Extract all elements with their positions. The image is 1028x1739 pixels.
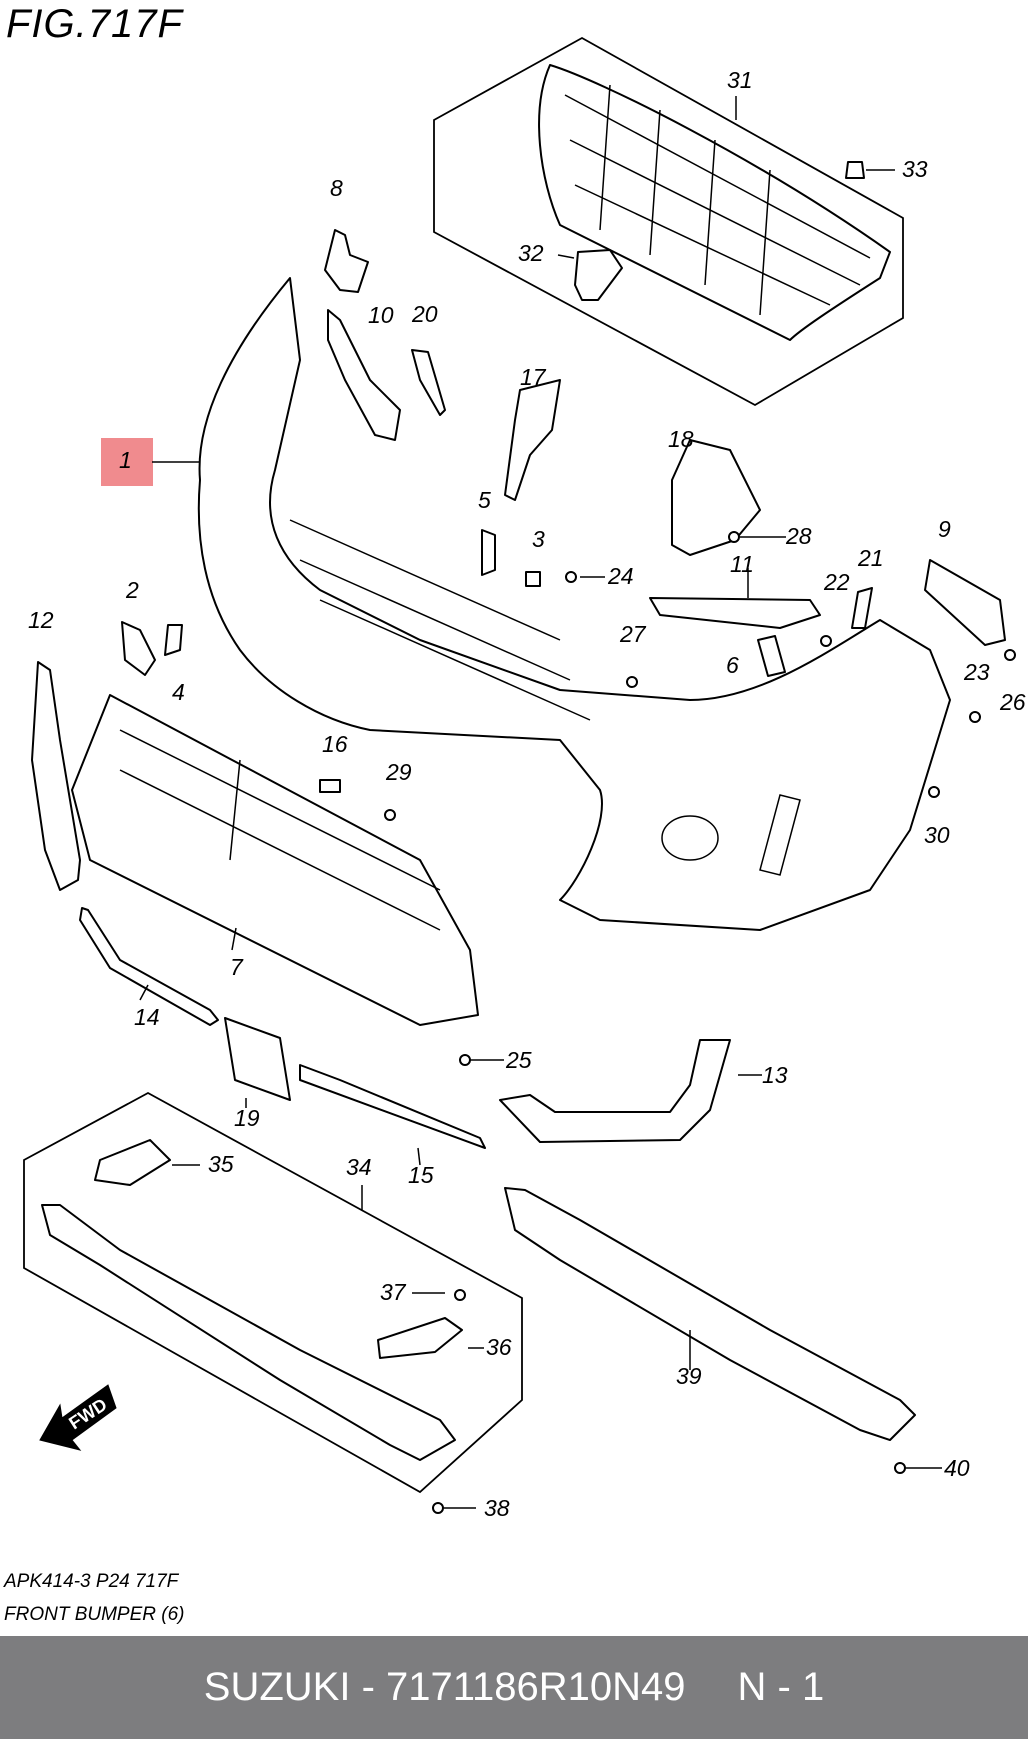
bracket-5-part	[481, 529, 496, 576]
callout-19: 19	[234, 1105, 260, 1131]
clip-3-part	[525, 571, 541, 587]
fastener-icons	[384, 531, 1016, 1514]
callout-37: 37	[380, 1279, 407, 1305]
callout-32: 32	[518, 240, 544, 266]
callout-27: 27	[619, 621, 647, 647]
bracket-21-part	[851, 587, 873, 629]
callout-17: 17	[520, 364, 547, 390]
highlight-box	[101, 438, 153, 486]
side-moulding-12-part	[31, 661, 81, 891]
bracket-10-part	[327, 309, 401, 441]
callout-22: 22	[823, 569, 850, 595]
callout-25: 25	[505, 1047, 532, 1073]
lower-grille-7-part	[71, 694, 479, 1026]
callout-labels: 1 2 3 4 5 6 7 8 9 10 11 12 13 14 15 16 1…	[28, 67, 1026, 1521]
bracket-2-part	[121, 621, 156, 676]
footer-position: N - 1	[737, 1665, 825, 1709]
callout-21: 21	[857, 545, 884, 571]
callout-39: 39	[676, 1363, 702, 1389]
bracket-18-part	[671, 439, 761, 556]
callout-38: 38	[484, 1495, 510, 1521]
bracket-6-part	[757, 635, 786, 677]
callout-9: 9	[938, 516, 951, 542]
callout-8: 8	[330, 175, 343, 201]
callout-16: 16	[322, 731, 348, 757]
bracket-20-part	[411, 349, 446, 416]
grille-group-box	[433, 36, 904, 407]
bracket-9-part	[924, 559, 1006, 646]
member-34-part	[41, 1204, 456, 1461]
callout-14: 14	[134, 1004, 160, 1030]
callout-33: 33	[902, 156, 928, 182]
moulding-15-part	[299, 1064, 486, 1149]
grille-clip-part	[845, 161, 865, 179]
leader-lines	[139, 96, 942, 1509]
exploded-parts-diagram: FWD 1	[23, 36, 1026, 1521]
callout-26: 26	[999, 689, 1026, 715]
emblem-part	[574, 249, 623, 301]
bracket-4-part	[164, 624, 183, 656]
callout-7: 7	[230, 954, 244, 980]
callout-2: 2	[125, 577, 139, 603]
figure-caption-name: FRONT BUMPER (6)	[4, 1604, 185, 1625]
callout-40: 40	[944, 1455, 970, 1481]
cover-19-part	[224, 1017, 291, 1101]
clip-16-part	[319, 779, 341, 793]
callout-3: 3	[532, 526, 545, 552]
callout-20: 20	[411, 301, 438, 327]
front-bumper-cover-part	[197, 277, 951, 931]
reinforcement-11-part	[649, 597, 821, 629]
callout-10: 10	[368, 302, 394, 328]
bracket-8-part	[324, 229, 369, 293]
callout-1: 1	[119, 447, 132, 473]
bracket-17-part	[504, 379, 561, 501]
footer-bar: SUZUKI - 7171186R10N49 N - 1	[0, 1636, 1028, 1739]
callout-5: 5	[478, 487, 491, 513]
bracket-36-part	[377, 1317, 463, 1359]
callout-4: 4	[172, 679, 185, 705]
callout-28: 28	[785, 523, 812, 549]
callout-18: 18	[668, 426, 694, 452]
callout-30: 30	[924, 822, 950, 848]
figure-caption-code: APK414-3 P24 717F	[4, 1571, 179, 1592]
callout-31: 31	[727, 67, 753, 93]
callout-34: 34	[346, 1154, 372, 1180]
garnish-13-part	[499, 1039, 731, 1143]
footer-part-info: SUZUKI - 7171186R10N49	[203, 1665, 686, 1709]
callout-24: 24	[607, 563, 634, 589]
callout-29: 29	[385, 759, 412, 785]
callout-13: 13	[762, 1062, 788, 1088]
callout-23: 23	[963, 659, 990, 685]
bracket-35-part	[94, 1139, 171, 1186]
callout-35: 35	[208, 1151, 234, 1177]
member-39-part	[504, 1187, 916, 1441]
front-grille-part	[538, 64, 891, 341]
lower-member-box	[23, 1091, 523, 1494]
callout-36: 36	[486, 1334, 512, 1360]
callout-6: 6	[726, 652, 739, 678]
callout-11: 11	[730, 551, 754, 577]
fwd-arrow-icon: FWD	[39, 1384, 117, 1451]
callout-12: 12	[28, 607, 54, 633]
figure-title: FIG.717F	[6, 2, 183, 46]
callout-15: 15	[408, 1162, 434, 1188]
moulding-14-part	[79, 907, 219, 1026]
